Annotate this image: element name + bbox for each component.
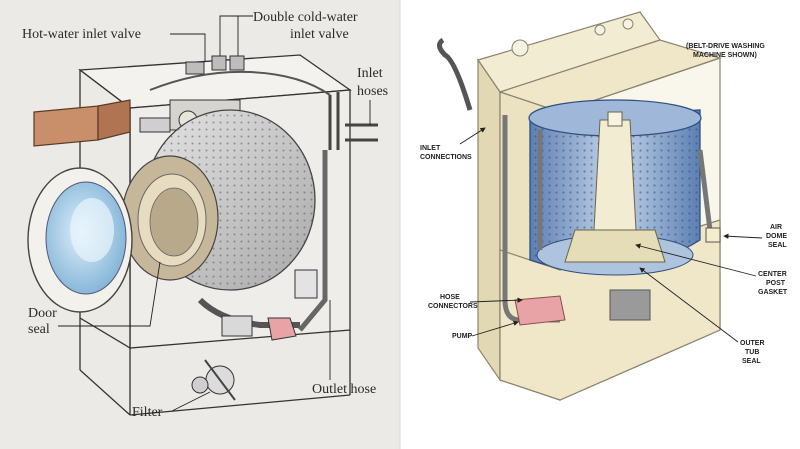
label-double-cold-water-line1: Double cold-water bbox=[253, 10, 358, 25]
inlet-valves bbox=[149, 55, 331, 96]
top-loader-illustration: (BELT-DRIVE WASHING MACHINE SHOWN) INLET… bbox=[420, 11, 788, 401]
label-air-dome-seal-line3: SEAL bbox=[768, 242, 787, 249]
label-hose-connectors-line2: CONNECTORS bbox=[428, 303, 478, 310]
lower-components bbox=[191, 150, 328, 401]
label-inlet-connections-line1: INLET bbox=[420, 145, 441, 152]
label-pump: PUMP bbox=[452, 333, 473, 340]
pump bbox=[514, 295, 566, 326]
label-belt-drive-line1: (BELT-DRIVE WASHING bbox=[686, 43, 765, 50]
label-air-dome-seal-line2: DOME bbox=[766, 233, 787, 240]
top-loader-labels: (BELT-DRIVE WASHING MACHINE SHOWN) INLET… bbox=[420, 43, 788, 365]
detergent-drawer bbox=[33, 99, 131, 147]
inlet-hose-curl bbox=[437, 37, 473, 111]
drum bbox=[121, 109, 316, 291]
label-center-post-gasket-line3: GASKET bbox=[758, 289, 788, 296]
label-door-seal-line1: Door bbox=[28, 306, 57, 321]
label-hot-water-inlet-valve: Hot-water inlet valve bbox=[22, 27, 141, 42]
label-inlet-hoses-line2: hoses bbox=[357, 84, 388, 99]
label-door-seal-line2: seal bbox=[28, 322, 50, 337]
label-outer-tub-seal-line2: TUB bbox=[745, 349, 759, 356]
label-inlet-connections-line2: CONNECTIONS bbox=[420, 154, 472, 161]
door bbox=[27, 167, 133, 313]
agitator bbox=[564, 111, 666, 263]
label-inlet-hoses-line1: Inlet bbox=[357, 66, 383, 81]
motor bbox=[609, 289, 651, 321]
label-center-post-gasket-line1: CENTER bbox=[758, 271, 787, 278]
control-panel-knobs bbox=[511, 18, 634, 57]
label-filter: Filter bbox=[132, 405, 163, 420]
front-loader-labels: Hot-water inlet valve Double cold-water … bbox=[22, 10, 388, 420]
label-center-post-gasket-line2: POST bbox=[766, 280, 786, 287]
label-outer-tub-seal-line1: OUTER bbox=[740, 340, 765, 347]
air-dome bbox=[705, 227, 721, 243]
label-outer-tub-seal-line3: SEAL bbox=[742, 358, 761, 365]
label-belt-drive-line2: MACHINE SHOWN) bbox=[693, 52, 757, 59]
label-double-cold-water-line2: inlet valve bbox=[290, 27, 349, 42]
front-loader-illustration: Hot-water inlet valve Double cold-water … bbox=[0, 0, 400, 449]
label-air-dome-seal-line1: AIR bbox=[770, 224, 782, 231]
inlet-hoses bbox=[328, 92, 378, 150]
label-outlet-hose: Outlet hose bbox=[312, 382, 376, 397]
label-hose-connectors-line1: HOSE bbox=[440, 294, 460, 301]
